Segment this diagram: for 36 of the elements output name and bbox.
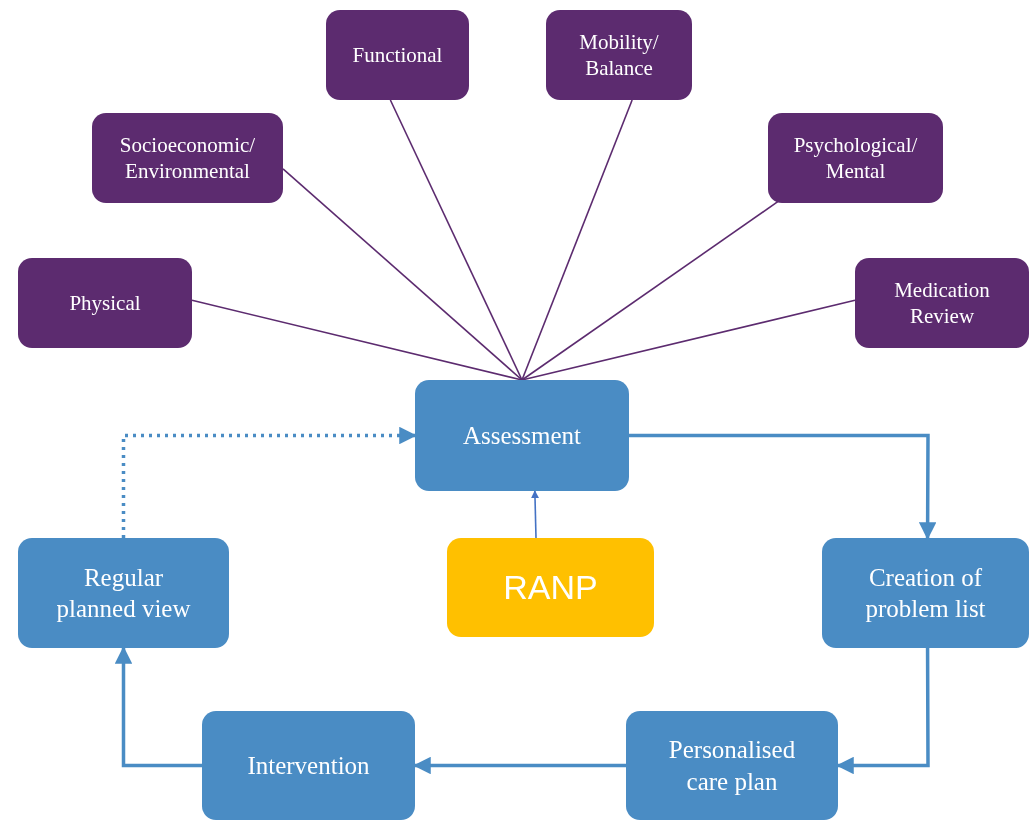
box-label: Regular planned view (55, 562, 192, 624)
box-label: Intervention (247, 750, 370, 781)
box-label: Medication Review (893, 276, 991, 330)
process-box (202, 711, 415, 820)
connector-line (191, 299, 523, 381)
process-box (18, 538, 229, 648)
arrow (531, 490, 539, 539)
process-box (92, 113, 283, 203)
box-label: Creation of problem list (864, 562, 987, 624)
arrow (121, 426, 417, 538)
connector-line (521, 200, 780, 381)
process-box (447, 538, 654, 637)
box-label: Functional (352, 41, 443, 69)
process-box (626, 711, 838, 820)
box-label: Physical (69, 289, 141, 317)
arrow (629, 433, 937, 540)
process-box (855, 258, 1029, 348)
process-box (546, 10, 692, 100)
box-label: Mobility/ Balance (578, 28, 660, 82)
process-box (768, 113, 943, 203)
box-label: Assessment (462, 420, 582, 451)
box-label: RANP (503, 567, 598, 609)
connector-line (389, 99, 523, 381)
connector-line (282, 168, 523, 381)
process-box (415, 380, 629, 491)
arrow (413, 756, 626, 775)
box-label: Socioeconomic/ Environmental (118, 131, 257, 185)
box-label: Psychological/ Mental (792, 131, 919, 185)
box-label: Personalised care plan (667, 735, 797, 797)
arrow (836, 648, 930, 775)
arrow (114, 646, 202, 768)
process-box (18, 258, 192, 348)
connector-line (521, 99, 633, 381)
process-box (326, 10, 469, 100)
process-box (822, 538, 1029, 648)
connector-line (521, 299, 856, 381)
